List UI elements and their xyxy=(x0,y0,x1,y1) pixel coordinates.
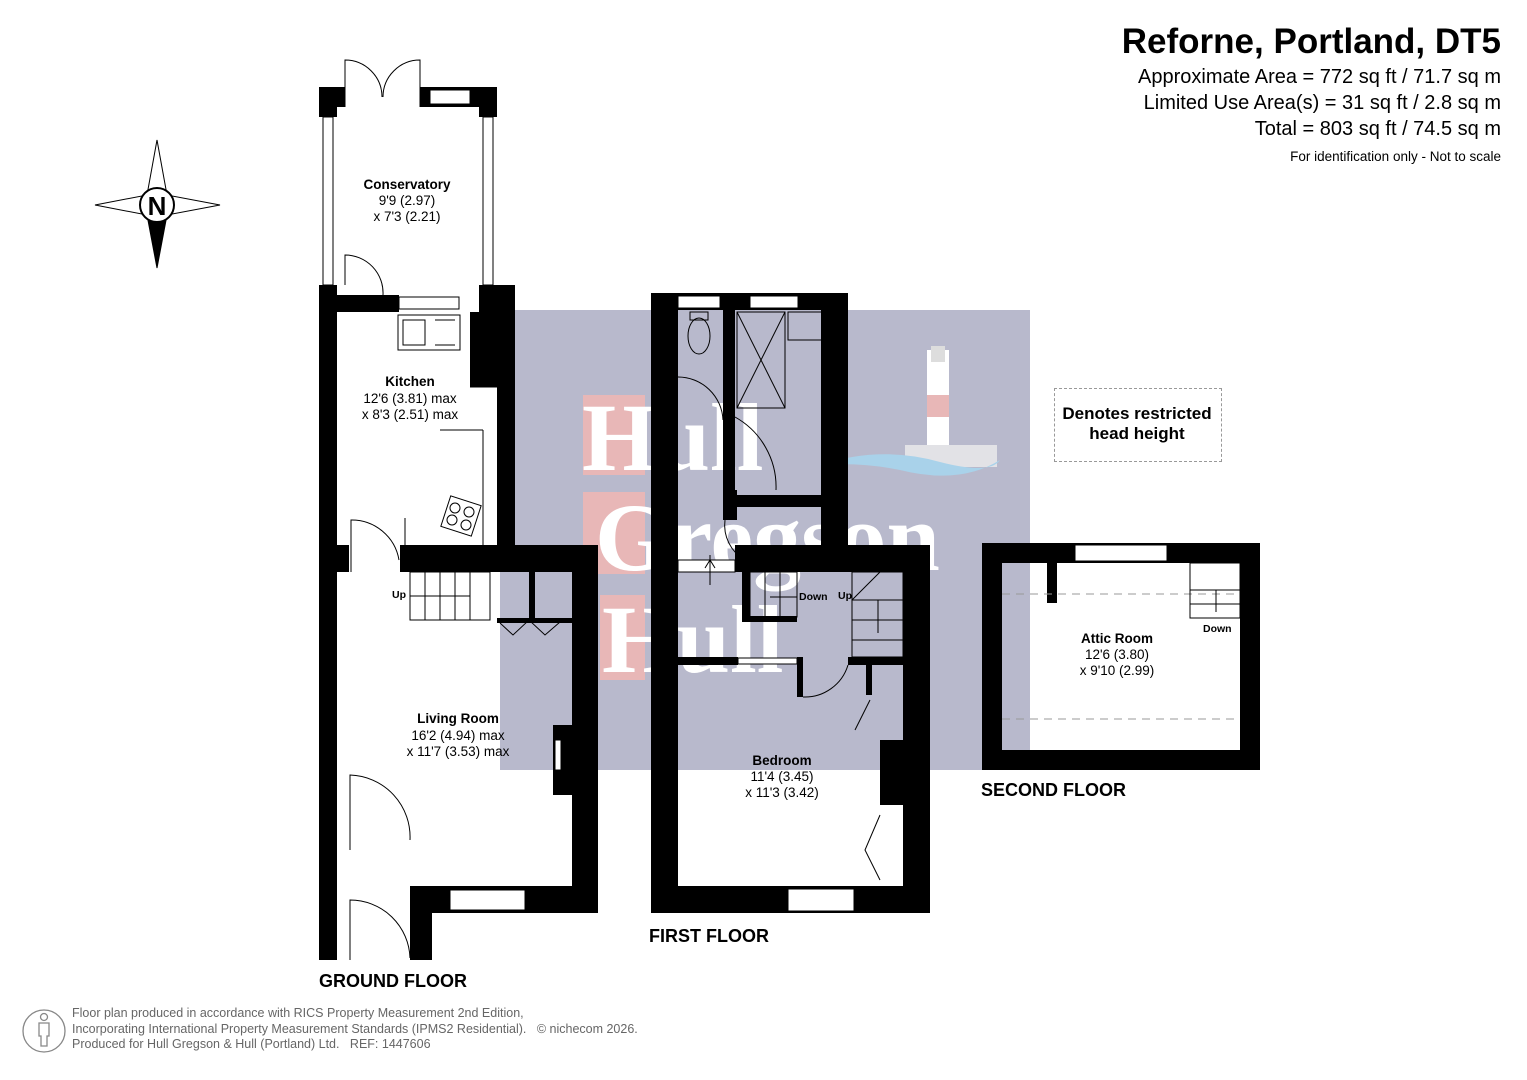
bath xyxy=(736,311,786,409)
stairs-up-label: Up xyxy=(392,589,406,601)
door xyxy=(350,519,400,572)
room-dimension: x 9'10 (2.99) xyxy=(1080,663,1155,678)
reference-number: REF: 1447606 xyxy=(349,1037,431,1051)
floor-label-second: SECOND FLOOR xyxy=(981,780,1126,800)
person-icon xyxy=(22,1009,66,1053)
window xyxy=(677,295,721,309)
room-name: Conservatory xyxy=(363,177,451,192)
sink xyxy=(397,314,461,351)
door xyxy=(349,899,411,960)
property-title: Reforne, Portland, DT5 xyxy=(1121,22,1501,61)
room-name: Attic Room xyxy=(1081,631,1153,646)
window xyxy=(787,888,855,912)
total-area: Total = 803 sq ft / 74.5 sq m xyxy=(1254,118,1501,140)
room-dimension: x 11'7 (3.53) max xyxy=(407,744,510,759)
approximate-area: Approximate Area = 772 sq ft / 71.7 sq m xyxy=(1138,66,1501,88)
room-dimension: x 7'3 (2.21) xyxy=(373,209,440,224)
restricted-height-legend xyxy=(1054,388,1222,462)
stairs-down-label: Down xyxy=(1203,623,1232,635)
room-living-room: Living Room 16'2 (4.94) max x 11'7 (3.53… xyxy=(407,711,510,759)
copyright: © nichecom 2026. xyxy=(536,1021,638,1036)
lighthouse-icon xyxy=(820,346,1000,476)
room-name: Bedroom xyxy=(752,753,811,768)
toilet xyxy=(687,311,711,355)
floor-label-first: FIRST FLOOR xyxy=(649,926,769,946)
watermark-line3: Hull xyxy=(602,586,783,693)
scale-note: For identification only - Not to scale xyxy=(1290,149,1501,164)
legend-line: head height xyxy=(1089,424,1185,443)
room-dimension: 16'2 (4.94) max xyxy=(411,728,505,743)
hob xyxy=(440,495,482,537)
window xyxy=(449,889,526,911)
basin xyxy=(787,311,827,341)
window xyxy=(1074,544,1168,562)
room-dimension: 9'9 (2.97) xyxy=(379,193,436,208)
window xyxy=(749,295,799,309)
door xyxy=(344,254,384,296)
window xyxy=(429,89,471,105)
staircase xyxy=(851,571,904,658)
window xyxy=(398,296,460,310)
room-conservatory: Conservatory 9'9 (2.97) x 7'3 (2.21) xyxy=(363,177,451,224)
room-kitchen: Kitchen 12'6 (3.81) max x 8'3 (2.51) max xyxy=(362,374,459,422)
floor-label-ground: GROUND FLOOR xyxy=(319,971,467,991)
room-dimension: 11'4 (3.45) xyxy=(750,769,813,784)
limited-use-area: Limited Use Area(s) = 31 sq ft / 2.8 sq … xyxy=(1143,92,1501,114)
compass-label: N xyxy=(148,191,167,221)
room-attic: Attic Room 12'6 (3.80) x 9'10 (2.99) xyxy=(1080,631,1155,678)
room-name: Living Room xyxy=(417,711,499,726)
room-dimension: 12'6 (3.81) max xyxy=(363,391,457,406)
window xyxy=(554,739,562,771)
window xyxy=(482,116,494,286)
footer-line: Incorporating International Property Mea… xyxy=(72,1021,527,1036)
stairs-down-label: Down xyxy=(799,591,828,603)
staircase xyxy=(1189,562,1241,619)
north-compass-icon: N xyxy=(94,139,221,269)
footer-line: Floor plan produced in accordance with R… xyxy=(72,1006,524,1020)
stairs-up-label: Up xyxy=(838,590,852,602)
room-bedroom: Bedroom 11'4 (3.45) x 11'3 (3.42) xyxy=(745,753,819,800)
room-dimension: x 11'3 (3.42) xyxy=(745,785,819,800)
footer: Floor plan produced in accordance with R… xyxy=(72,1006,638,1053)
door xyxy=(349,774,411,850)
room-name: Kitchen xyxy=(385,374,435,389)
window xyxy=(322,116,334,286)
room-dimension: x 8'3 (2.51) max xyxy=(362,407,459,422)
french-door xyxy=(344,59,421,107)
staircase xyxy=(409,571,491,621)
legend-line: Denotes restricted xyxy=(1062,404,1212,423)
staircase xyxy=(749,571,798,618)
room-dimension: 12'6 (3.80) xyxy=(1085,647,1149,662)
footer-line: Produced for Hull Gregson & Hull (Portla… xyxy=(72,1037,340,1051)
legend-text: Denotes restricted head height xyxy=(1054,404,1220,444)
